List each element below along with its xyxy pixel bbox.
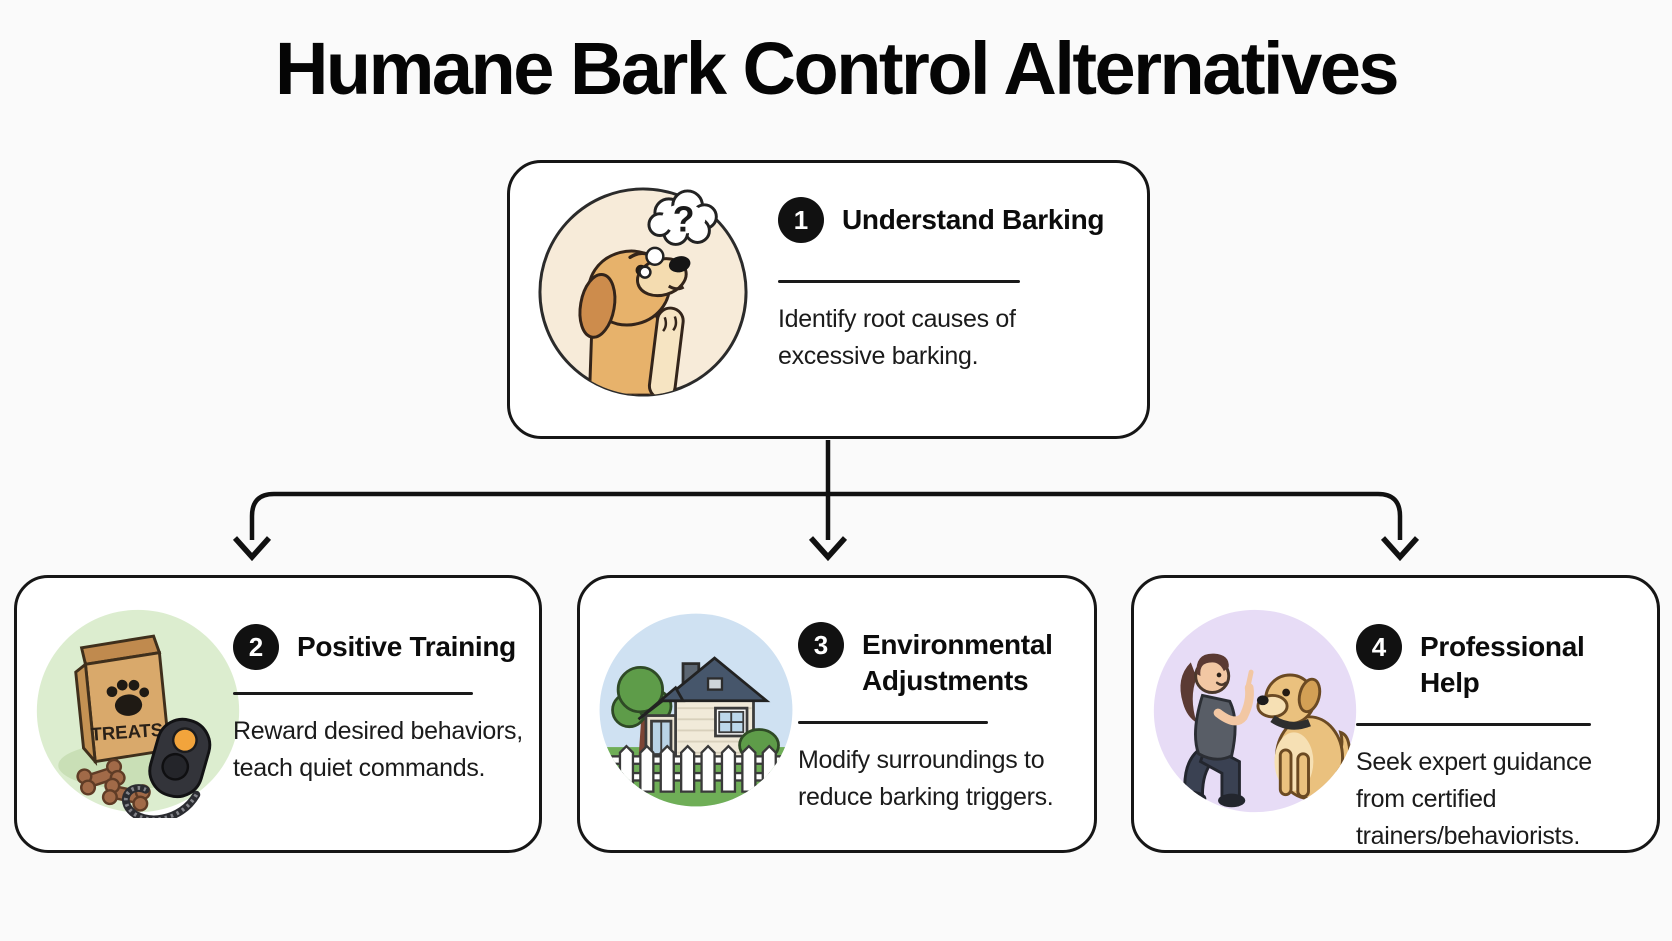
- page-title: Humane Bark Control Alternatives: [274, 27, 1400, 110]
- step-number-badge-2: 2: [233, 624, 279, 670]
- step-heading-2: Positive Training: [297, 631, 516, 662]
- connector-branch-line: [249, 491, 1403, 540]
- step-heading-1: Understand Barking: [842, 204, 1105, 235]
- step-card-environmental-adjustments: 3 Environmental Adjustments Modify surro…: [577, 575, 1097, 853]
- down-arrow-right-icon: [1380, 536, 1420, 562]
- treats-bag-label: TREATS: [90, 719, 164, 745]
- heading-divider: [233, 692, 473, 695]
- trainer-figure: [1175, 653, 1254, 808]
- heading-divider: [798, 721, 988, 724]
- step-card-positive-training: TREATS: [14, 575, 542, 853]
- question-mark: ?: [673, 200, 695, 240]
- heading-divider: [778, 280, 1020, 283]
- heading-divider: [1356, 723, 1591, 726]
- step-card-understand-barking: ? 1 Understand Barking Identify root cau…: [507, 160, 1150, 439]
- down-arrow-center-icon: [808, 536, 848, 562]
- step-heading-4: Professional Help: [1420, 631, 1585, 698]
- step-heading-3: Environmental Adjustments: [862, 629, 1053, 696]
- treats-bag-icon: TREATS: [74, 634, 171, 767]
- dog-figure: [578, 249, 691, 396]
- treats-clicker-illustration: TREATS: [31, 604, 245, 818]
- step-number-badge-4: 4: [1356, 624, 1402, 670]
- step-number-badge-3: 3: [798, 622, 844, 668]
- thinking-dog-illustration: ?: [534, 183, 752, 401]
- dog-collar: [1270, 715, 1311, 730]
- step-number-badge-1: 1: [778, 197, 824, 243]
- step-description-1: Identify root causes of excessive barkin…: [778, 305, 1016, 370]
- thought-bubble-icon: ?: [638, 189, 718, 279]
- step-description-2: Reward desired behaviors, teach quiet co…: [233, 717, 523, 782]
- front-window: [714, 706, 749, 738]
- treats-clicker-icon: TREATS: [36, 609, 240, 818]
- thinking-dog-icon: ?: [538, 187, 748, 397]
- down-arrow-left-icon: [232, 536, 272, 562]
- trainer-dog-icon: [1153, 609, 1357, 813]
- trainer-dog-illustration: [1148, 604, 1362, 818]
- paw-print-icon: [106, 679, 150, 716]
- house-icon: [599, 613, 793, 807]
- dog-biscuits-icon: [76, 758, 151, 812]
- attic-window: [706, 677, 724, 691]
- house-illustration: [594, 608, 798, 812]
- step-card-professional-help: 4 Professional Help Seek expert guidance…: [1131, 575, 1660, 853]
- step-description-3: Modify surroundings to reduce barking tr…: [798, 746, 1054, 811]
- clicker-icon: [121, 717, 212, 818]
- step-description-4: Seek expert guidance from certified trai…: [1356, 748, 1592, 850]
